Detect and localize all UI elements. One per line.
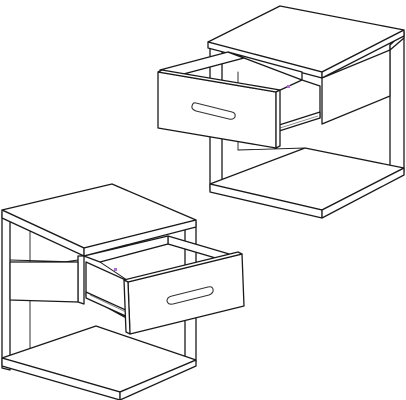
bottom-shelf-front-edge [1, 357, 121, 400]
top-panel-side-edge [321, 29, 405, 79]
marker-dot [114, 268, 117, 271]
bottom-shelf-side-edge [321, 167, 405, 219]
housing-front-left [77, 255, 85, 305]
drawer-bottom-left [83, 235, 245, 335]
marker-dot [287, 85, 290, 88]
drawer-front-side-edge [123, 279, 131, 335]
runner-groove [279, 115, 319, 129]
bottom-shelf-side-edge [119, 359, 197, 400]
drawer-handle [166, 286, 214, 305]
side-panel-right [389, 31, 405, 183]
drawer-top-right [157, 51, 321, 149]
housing-front [321, 49, 391, 125]
nightstand-bottom-left [1, 183, 245, 400]
drawer-front-side-edge [275, 89, 281, 149]
drawer-handle [191, 102, 236, 120]
bottom-shelf [209, 147, 405, 211]
top-panel-side-edge [83, 219, 197, 257]
interior-line [237, 147, 306, 151]
side-panel-left [1, 211, 11, 371]
nightstand-top-right [157, 5, 405, 219]
bottom-shelf [1, 325, 197, 393]
runner-groove [89, 294, 127, 313]
housing-front [9, 261, 79, 303]
